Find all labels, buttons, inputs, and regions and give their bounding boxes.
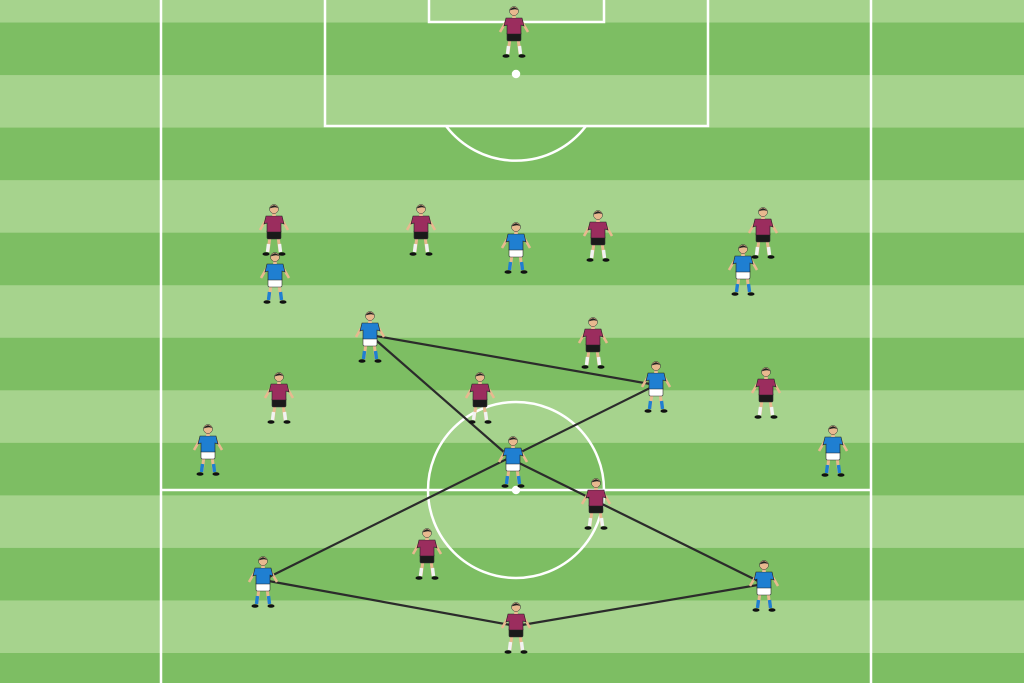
grass-stripe	[0, 390, 1024, 444]
maroon-shirt-player-icon	[411, 528, 443, 580]
maroon-shirt-player-icon	[500, 602, 532, 654]
passing-line	[369, 334, 514, 461]
grass-stripe	[0, 285, 1024, 339]
maroon-shirt-player-icon	[405, 204, 437, 256]
blue-shirt-player-icon	[748, 560, 780, 612]
maroon-shirt-player-icon	[263, 372, 295, 424]
maroon-shirt-player-icon	[498, 6, 530, 58]
blue-shirt-player-icon	[247, 556, 279, 608]
grass-stripe	[0, 180, 1024, 234]
passing-line	[369, 333, 657, 387]
grass-stripe	[0, 337, 1024, 391]
maroon-shirt-player-icon	[464, 372, 496, 424]
passing-line	[512, 459, 765, 585]
blue-shirt-player-icon	[640, 361, 672, 413]
grass-stripe	[0, 547, 1024, 601]
penalty-area	[323, 0, 710, 128]
passing-line	[515, 582, 765, 628]
maroon-shirt-player-icon	[750, 367, 782, 419]
players-layer	[192, 6, 849, 654]
grass-stripe	[0, 495, 1024, 549]
grass-stripe	[0, 653, 1024, 683]
blue-shirt-player-icon	[259, 252, 291, 304]
blue-shirt-player-icon	[817, 425, 849, 477]
center-spot	[511, 485, 521, 495]
maroon-shirt-player-icon	[577, 317, 609, 369]
maroon-shirt-player-icon	[582, 210, 614, 262]
blue-shirt-player-icon	[192, 424, 224, 476]
pitch-markings	[159, 0, 873, 683]
grass-stripe	[0, 75, 1024, 129]
penalty-spot	[511, 69, 521, 79]
maroon-shirt-player-icon	[258, 204, 290, 256]
passing-line	[262, 384, 657, 581]
maroon-shirt-player-icon	[580, 478, 612, 530]
maroon-shirt-player-icon	[747, 207, 779, 259]
blue-shirt-player-icon	[500, 222, 532, 274]
penalty-arc	[445, 125, 587, 162]
grass-stripe	[0, 127, 1024, 181]
blue-shirt-player-icon	[497, 436, 529, 488]
blue-shirt-player-icon	[727, 244, 759, 296]
passing-lines	[262, 333, 765, 628]
passing-line	[262, 578, 517, 628]
blue-shirt-player-icon	[354, 311, 386, 363]
